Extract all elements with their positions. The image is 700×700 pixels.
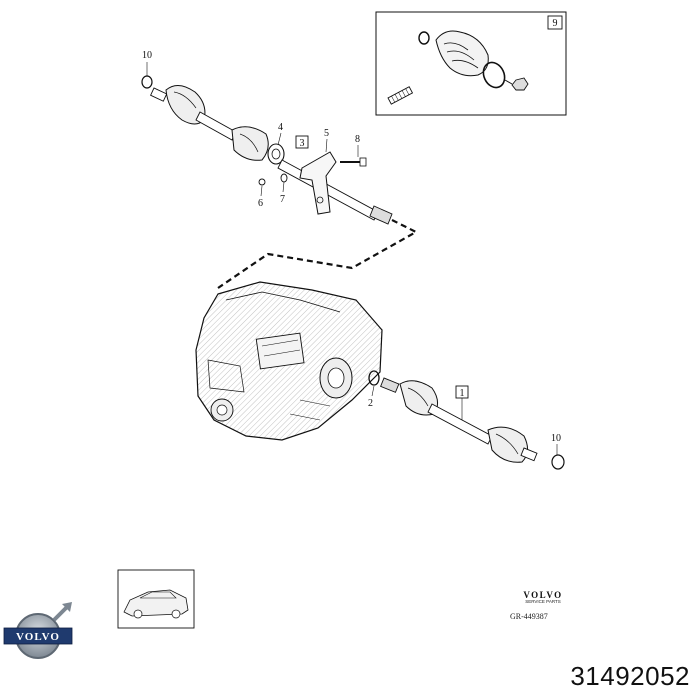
lower-drive-shaft: 2 10 1	[368, 370, 565, 470]
callout-10-lower: 10	[551, 433, 561, 444]
callout-1: 1	[460, 388, 465, 399]
callout-10-upper: 10	[142, 50, 152, 61]
diagram-reference: GR-449387	[510, 612, 548, 621]
vehicle-thumbnail	[117, 569, 195, 629]
volvo-logo: VOLVO	[3, 602, 73, 659]
service-parts-mark: VOLVO SERVICE PARTS	[508, 590, 578, 604]
callout-7: 7	[280, 194, 285, 205]
callout-9: 9	[553, 18, 558, 29]
callout-5: 5	[324, 128, 329, 139]
boot-kit-inset: 9	[375, 11, 567, 116]
volvo-logo-text: VOLVO	[16, 631, 60, 643]
callout-2: 2	[368, 398, 373, 409]
part-number: 31492052	[570, 661, 690, 691]
callout-8: 8	[355, 134, 360, 145]
service-brand: VOLVO	[523, 590, 563, 600]
transmission-housing	[195, 281, 383, 441]
service-sub: SERVICE PARTS	[525, 599, 561, 604]
upper-drive-shaft: 10 4 3 5 8 6	[141, 50, 393, 225]
connection-dashed-line	[217, 219, 419, 289]
callout-6: 6	[258, 198, 263, 209]
callout-3: 3	[300, 138, 305, 149]
callout-4: 4	[278, 122, 283, 133]
